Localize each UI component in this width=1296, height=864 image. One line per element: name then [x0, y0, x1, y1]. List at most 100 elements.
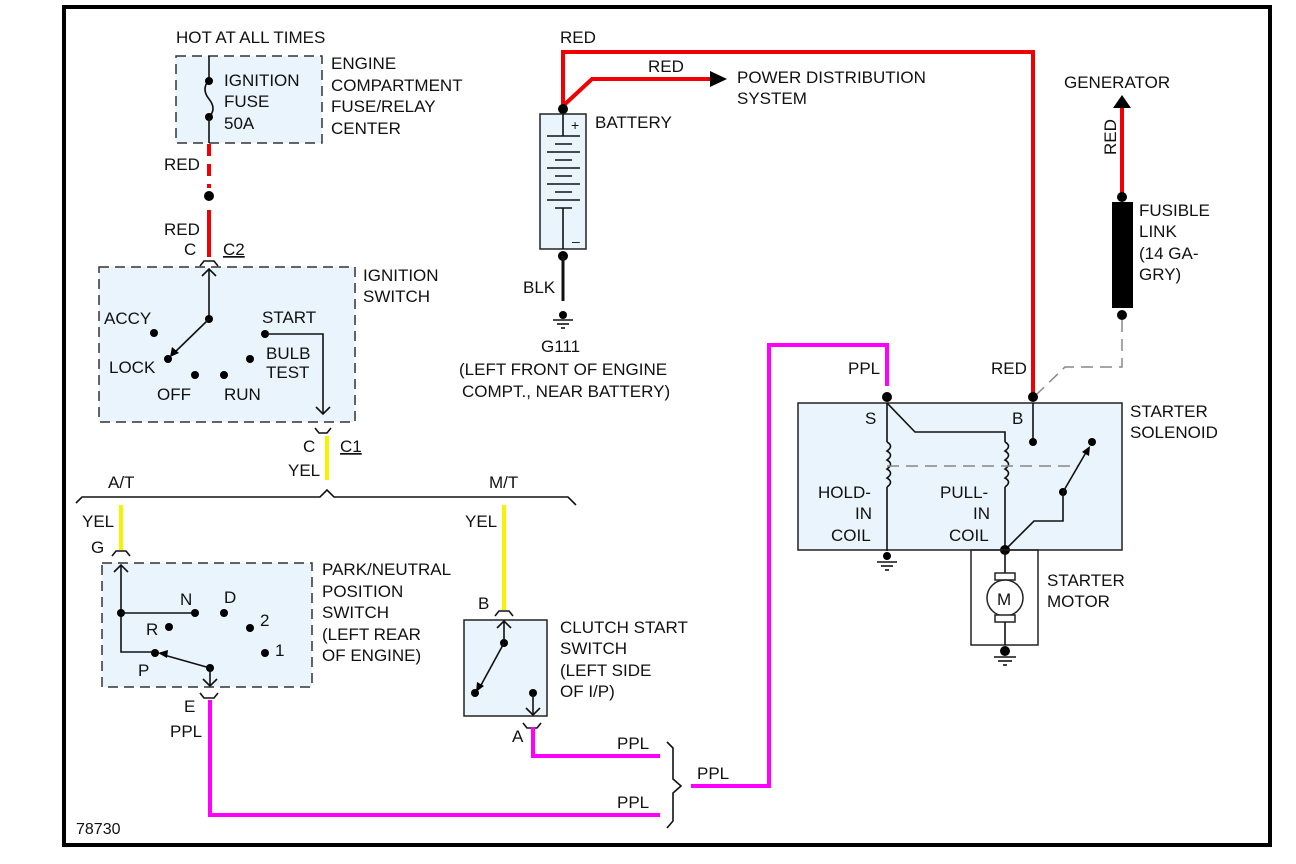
position-bulb-test: TEST [266, 363, 309, 382]
clutch-start-switch: CLUTCH START SWITCH (LEFT SIDE OF I/P) [463, 618, 688, 717]
battery-plus: + [571, 117, 579, 133]
generator-label: GENERATOR [1064, 73, 1170, 92]
fusible-link-label: LINK [1139, 222, 1177, 241]
fuse-center-name: CENTER [331, 119, 401, 138]
pin-label: G [91, 538, 104, 557]
arrow-icon [710, 71, 727, 87]
clutch-switch-name: OF I/P) [560, 682, 615, 701]
pin-label: C [184, 240, 196, 259]
hold-in-coil-icon [885, 441, 892, 488]
power-distribution-label: SYSTEM [737, 89, 807, 108]
position-accy: ACCY [104, 309, 151, 328]
hot-at-all-times-label: HOT AT ALL TIMES [176, 28, 325, 47]
park-neutral-switch: N D R 2 1 P PARK/NEUTRAL POSITION SWITCH… [101, 560, 451, 688]
hold-in-coil-label: HOLD- [818, 483, 871, 502]
pn-switch-name: PARK/NEUTRAL [322, 560, 451, 579]
wire-label: RED [560, 28, 596, 47]
battery: + – BATTERY [539, 104, 672, 261]
wire-label: YEL [465, 512, 497, 531]
motor-symbol: M [997, 590, 1011, 609]
connector-label: C1 [340, 437, 362, 456]
fusible-link-connection [1036, 320, 1123, 395]
wire-ppl-to-solenoid [691, 343, 889, 788]
fuse-center-name: FUSE/RELAY [331, 97, 436, 116]
pull-in-coil-label: IN [973, 504, 990, 523]
ground-icon [994, 646, 1016, 666]
starter-solenoid: S B HOLD- IN COIL PULL- IN COIL STARTER … [797, 392, 1218, 555]
pull-in-coil-icon [1003, 441, 1010, 488]
wire-label: PPL [617, 793, 649, 812]
wire-label: RED [164, 220, 200, 239]
clutch-switch-box [463, 619, 548, 717]
fuse-label-line: FUSE [224, 92, 269, 111]
splice-dot [204, 191, 214, 201]
position-d: D [224, 588, 236, 607]
ignition-switch-name: IGNITION [363, 266, 439, 285]
wire-label: RED [164, 155, 200, 174]
position-bulb-test: BULB [266, 344, 310, 363]
pull-in-coil-label: COIL [949, 526, 989, 545]
wire-red-power-dist [561, 77, 712, 108]
position-off: OFF [157, 385, 191, 404]
fuse-center-name: ENGINE [331, 54, 396, 73]
clutch-switch-name: SWITCH [560, 639, 627, 658]
ground-icon [877, 552, 897, 571]
wire-label: RED [648, 57, 684, 76]
hold-in-coil-label: IN [855, 504, 872, 523]
connector-icon [314, 427, 332, 434]
wire-label: RED [991, 359, 1027, 378]
wire-ppl-pn-out [208, 700, 660, 817]
position-p: P [138, 661, 149, 680]
wire-label: PPL [617, 734, 649, 753]
wire-label: PPL [848, 359, 880, 378]
terminal-s: S [865, 409, 876, 428]
clutch-switch-name: (LEFT SIDE [560, 661, 651, 680]
merge-brace [666, 741, 683, 829]
position-r: R [146, 620, 158, 639]
position-start: START [262, 308, 316, 327]
fuse-icon [204, 79, 214, 118]
at-branch-label: A/T [108, 473, 134, 492]
diagram-id: 78730 [76, 821, 121, 838]
pn-switch-name: POSITION [322, 582, 403, 601]
position-run: RUN [224, 385, 261, 404]
ground-id: G111 [541, 337, 580, 356]
fuse-relay-center-box [175, 55, 323, 144]
wire-label: RED [1101, 119, 1120, 155]
arrow-up-icon [1113, 95, 1131, 108]
starter-motor-name: STARTER [1047, 571, 1125, 590]
wire-label: YEL [82, 512, 114, 531]
mt-branch-label: M/T [489, 473, 518, 492]
fusible-link-label: GRY) [1139, 265, 1181, 284]
position-2: 2 [260, 611, 269, 630]
fusible-link-icon [1112, 202, 1133, 308]
battery-label: BATTERY [595, 113, 672, 132]
wire-label: BLK [523, 278, 556, 297]
ignition-switch-name: SWITCH [363, 287, 430, 306]
fusible-link-label: (14 GA- [1139, 244, 1199, 263]
pin-label: A [512, 727, 524, 746]
wire-label: YEL [288, 461, 320, 480]
connector-icon [199, 260, 219, 267]
fusible-link-label: FUSIBLE [1139, 201, 1210, 220]
wire-label: PPL [697, 764, 729, 783]
wire-label: PPL [170, 722, 202, 741]
pn-switch-name: OF ENGINE) [322, 646, 421, 665]
fuse-center-name: COMPARTMENT [331, 76, 463, 95]
ignition-switch-box [98, 266, 356, 423]
wire-red-battery-main [561, 50, 1035, 394]
fuse-rating: 50A [224, 114, 255, 133]
wire-ppl-clutch-out [531, 727, 660, 758]
ground-icon [553, 311, 573, 329]
position-lock: LOCK [109, 358, 156, 377]
starter-solenoid-name: SOLENOID [1130, 423, 1218, 442]
position-1: 1 [275, 641, 284, 660]
starter-solenoid-box [797, 402, 1123, 551]
branch-brace [75, 488, 577, 506]
connector-label: C2 [223, 240, 245, 259]
clutch-switch-name: CLUTCH START [560, 618, 688, 637]
hold-in-coil-label: COIL [831, 526, 871, 545]
ground-location: (LEFT FRONT OF ENGINE [459, 360, 667, 379]
fuse-block: HOT AT ALL TIMES IGNITION FUSE 50A ENGIN… [175, 28, 463, 144]
